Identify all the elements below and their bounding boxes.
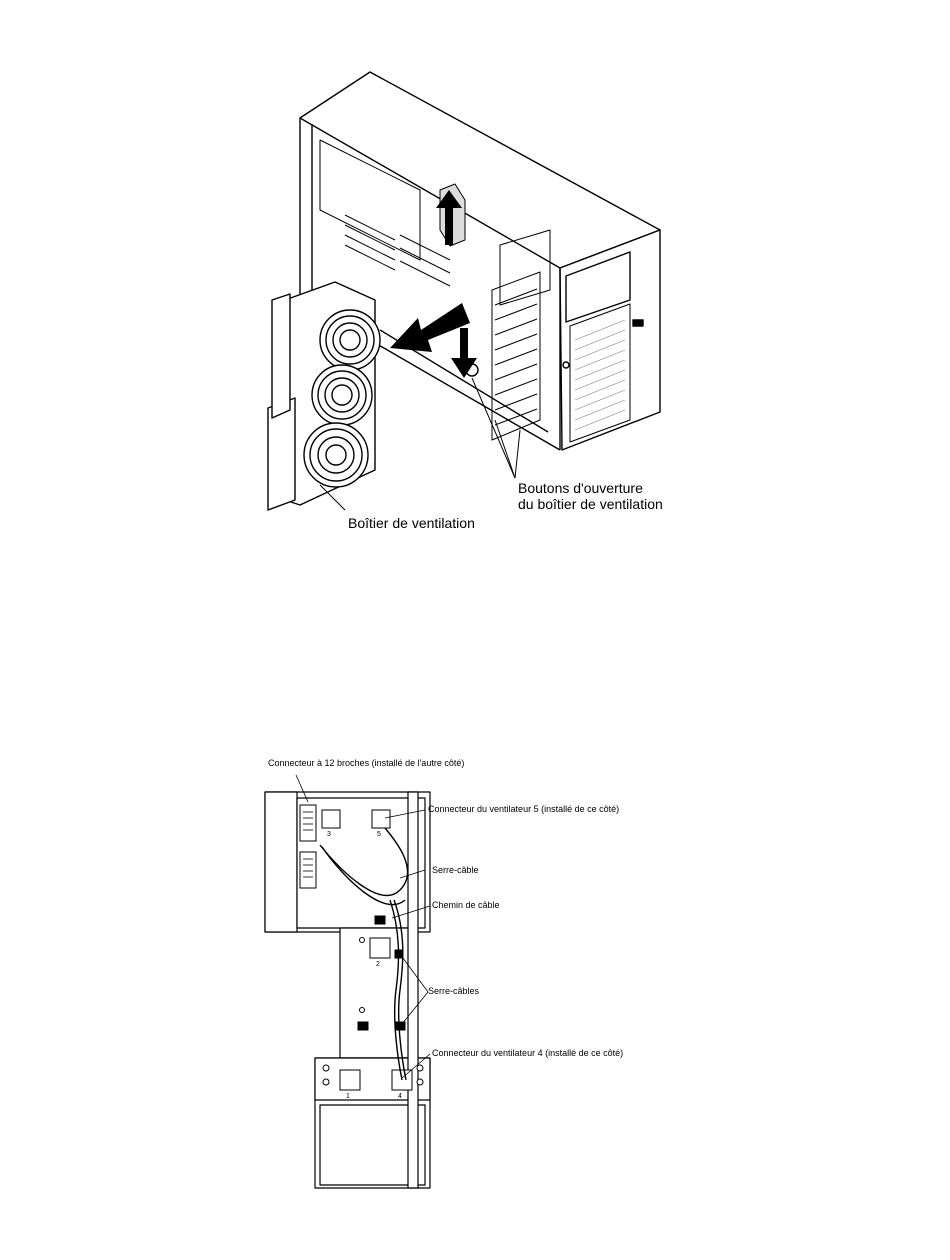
fan-number-1: 1 xyxy=(346,1093,350,1100)
cable-path-label: Chemin de câble xyxy=(432,900,500,911)
fan-cage-label: Boîtier de ventilation xyxy=(348,515,475,531)
fan-number-4: 4 xyxy=(398,1093,402,1100)
arrow-left-icon xyxy=(390,303,470,352)
fan-icon xyxy=(320,310,380,370)
cable-tie-label: Serre-câble xyxy=(432,865,479,876)
fan-number-5: 5 xyxy=(377,831,381,838)
fan-icon xyxy=(304,423,368,487)
cable-routing-illustration: 3 5 2 1 4 xyxy=(0,760,950,1200)
cable-ties-label: Serre-câbles xyxy=(428,986,479,997)
fan-number-3: 3 xyxy=(327,831,331,838)
fan-icon xyxy=(312,365,372,425)
release-buttons-label-line2: du boîtier de ventilation xyxy=(518,496,663,512)
fan4-connector-label: Connecteur du ventilateur 4 (installé de… xyxy=(432,1048,623,1059)
fan-cage-removal-illustration xyxy=(0,0,950,560)
fan-number-2: 2 xyxy=(376,961,380,968)
fan5-connector-label: Connecteur du ventilateur 5 (installé de… xyxy=(428,804,619,815)
release-buttons-label-line1: Boutons d'ouverture xyxy=(518,480,643,496)
arrow-down-icon xyxy=(451,328,477,378)
connector-12pin-label: Connecteur à 12 broches (installé de l'a… xyxy=(268,758,464,769)
chassis-top xyxy=(300,72,660,268)
